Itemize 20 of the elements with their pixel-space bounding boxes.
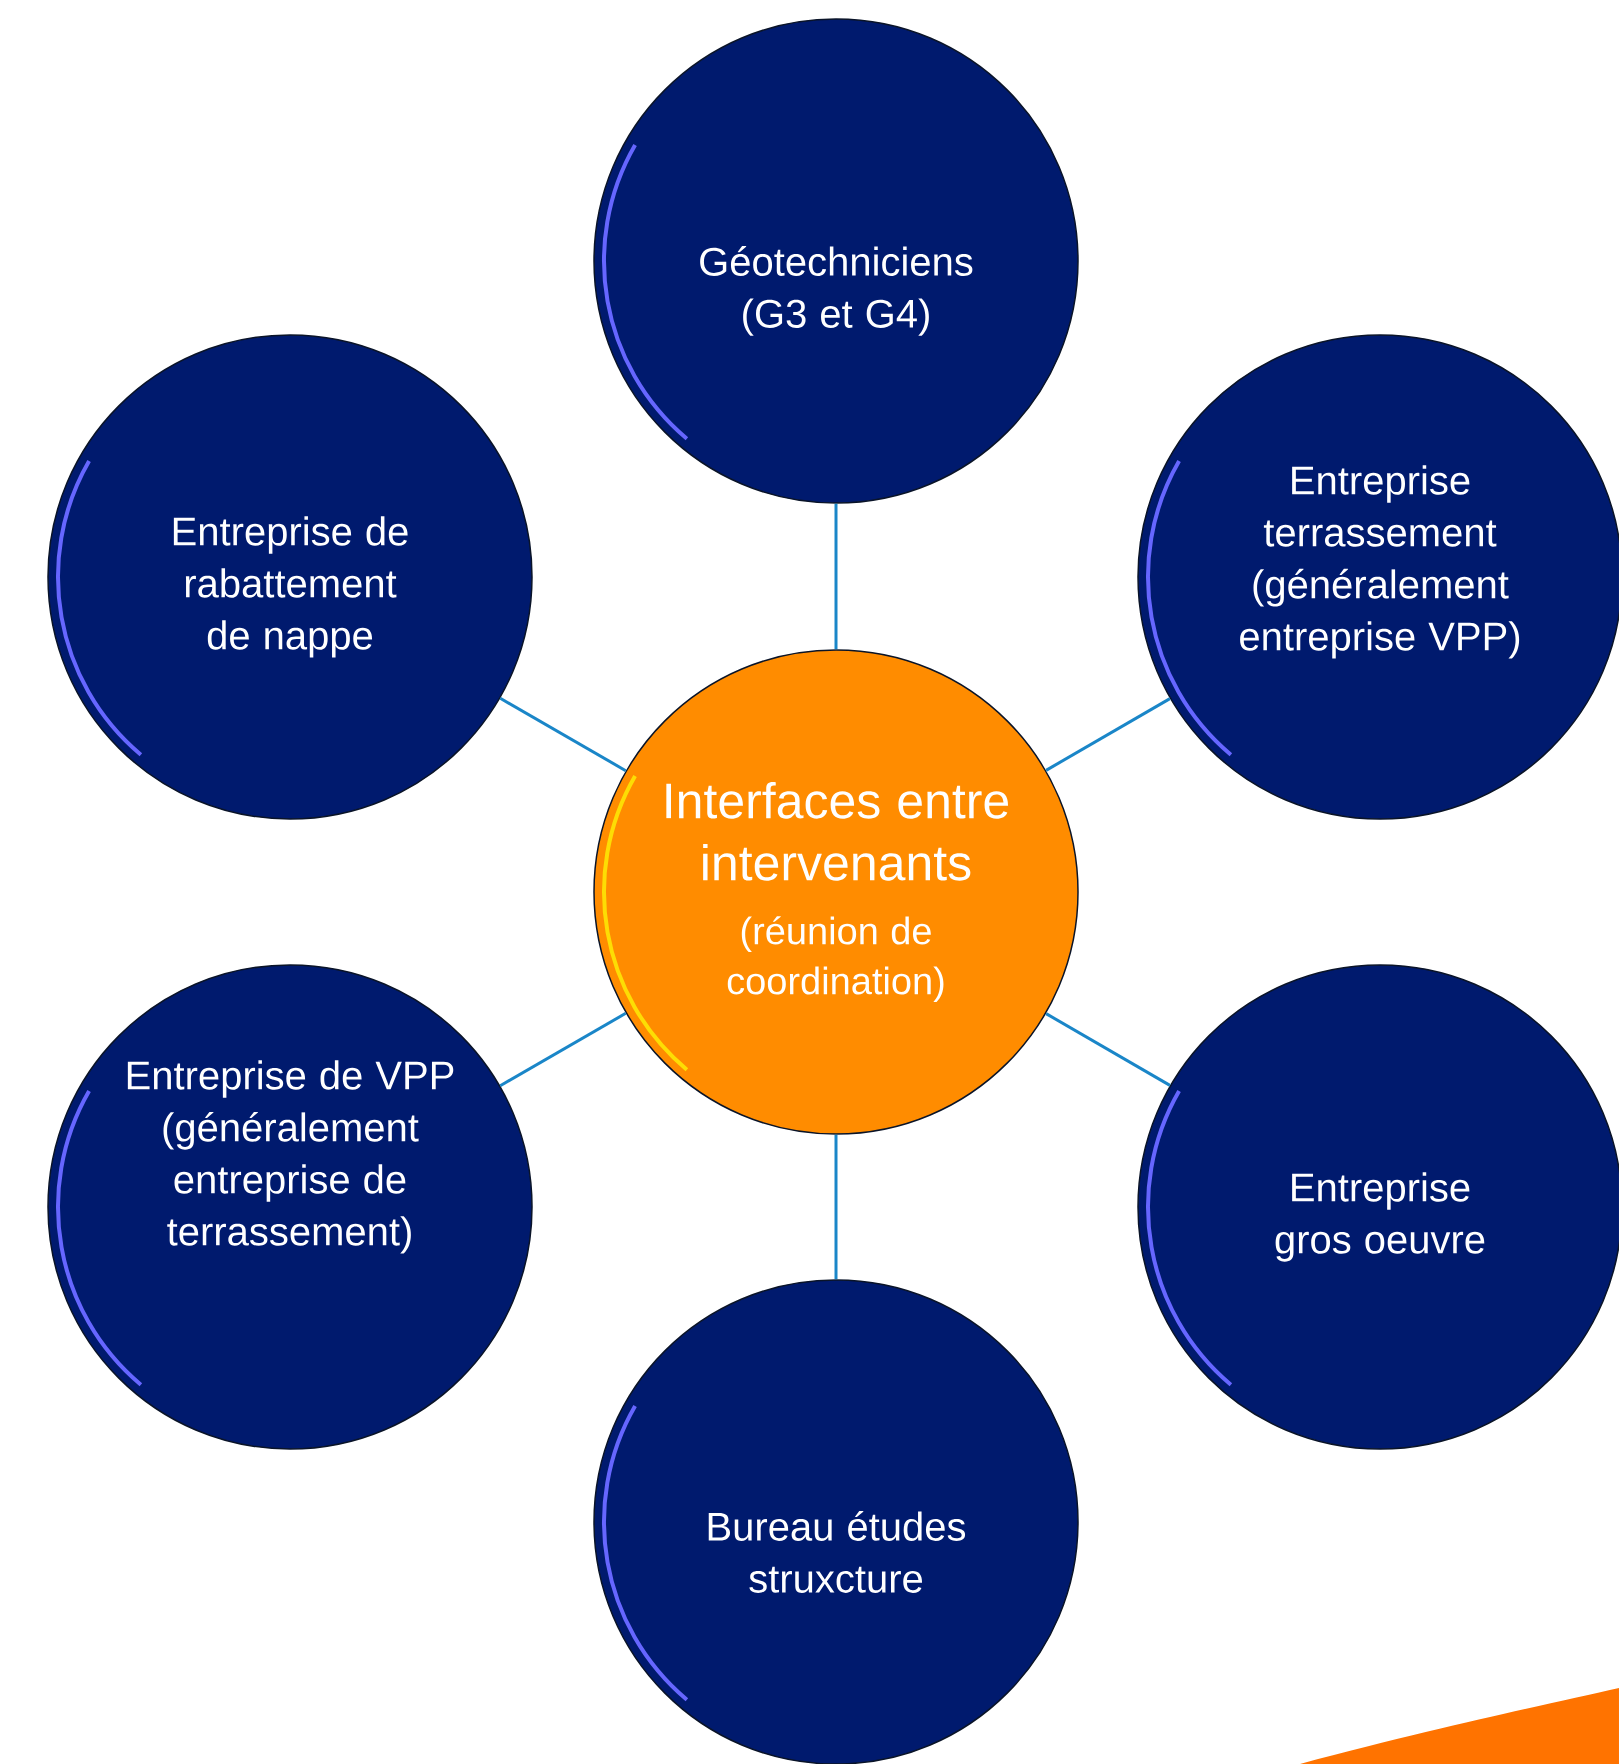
circle-label: Interfaces entre intervenants (réunion de coordination) <box>666 781 1008 1002</box>
circle-label: Bureau études struxcture <box>708 1511 966 1593</box>
circle-label: Entreprise de rabattement de nappe <box>173 516 408 658</box>
connector-line <box>1045 1012 1171 1087</box>
circle-node <box>593 1279 1079 1764</box>
circle-label: Entreprise terrassement (généralement entreprise VPP) <box>1240 465 1520 659</box>
connector-line <box>499 697 627 772</box>
circle-label: Géotechniciens (G3 et G4) <box>700 246 973 336</box>
circle-node <box>1137 334 1619 820</box>
circle-node <box>593 18 1079 504</box>
circle-label: Entreprise de VPP (généralement entreprise de terrassement) <box>127 1060 454 1254</box>
connector-line <box>1045 697 1171 772</box>
connector-line <box>834 1134 838 1280</box>
circle-node <box>47 964 533 1450</box>
connector-line <box>834 503 838 650</box>
circle-node <box>1137 964 1619 1450</box>
connector-line <box>499 1012 627 1087</box>
center-circle <box>593 649 1079 1135</box>
circle-label: Entreprise gros oeuvre <box>1275 1172 1485 1262</box>
circle-node <box>47 334 533 820</box>
